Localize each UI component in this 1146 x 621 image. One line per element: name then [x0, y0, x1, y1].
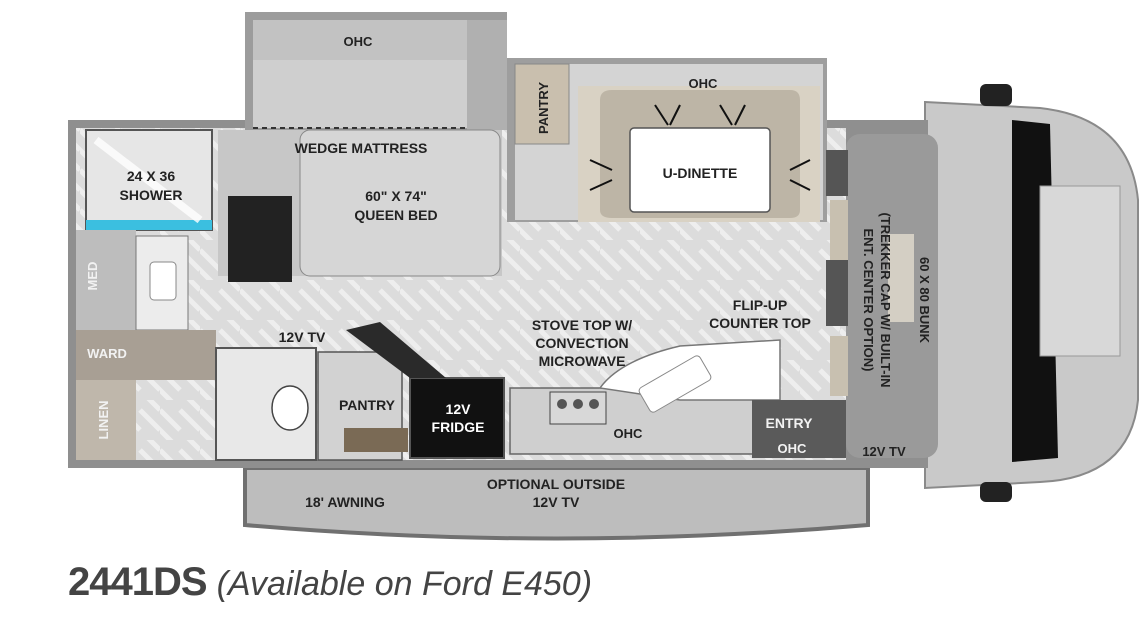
ward-label: WARD [87, 346, 127, 361]
bunk-label-line3: ENT. CENTER OPTION) [861, 228, 876, 371]
flip-up-label-line1: FLIP-UP [733, 297, 787, 313]
queen-bed-label-line2: QUEEN BED [354, 207, 437, 223]
ohc-label-bedroom: OHC [344, 34, 374, 49]
fridge-label-line1: 12V [446, 401, 472, 417]
bunk-label-line2: (TREKKER CAP W/ BUILT-IN [878, 212, 893, 387]
bunk-label: 60 X 80 BUNK (TREKKER CAP W/ BUILT-IN EN… [861, 212, 932, 387]
med-label: MED [85, 262, 100, 291]
cab [924, 84, 1139, 502]
stove-label-line1: STOVE TOP W/ [532, 317, 632, 333]
shower-label-line2: SHOWER [120, 187, 183, 203]
linen-label: LINEN [96, 401, 111, 440]
model-name: 2441DS [68, 560, 208, 604]
queen-bed-label-line1: 60" X 74" [365, 188, 427, 204]
caption: 2441DS(Available on Ford E450) [68, 560, 592, 605]
awning-label: 18' AWNING [305, 494, 385, 510]
shower [85, 129, 213, 231]
dinette-slide [507, 58, 827, 222]
floorplan: OHC OHC PANTRY U-DINETTE 24 X 36 SHOWER … [68, 12, 1139, 541]
bedroom-slide [245, 12, 507, 130]
fridge-label-line2: FRIDGE [432, 419, 485, 435]
outside-tv-label-line2: 12V TV [533, 494, 580, 510]
wedge-mattress-label: WEDGE MATTRESS [295, 140, 428, 156]
stove-label-line2: CONVECTION [535, 335, 628, 351]
tv-label-bedroom: 12V TV [279, 329, 326, 345]
kitchen [317, 322, 846, 461]
shower-label-line1: 24 X 36 [127, 168, 175, 184]
pantry-label-bottom: PANTRY [339, 397, 396, 413]
outside-tv-label-line1: OPTIONAL OUTSIDE [487, 476, 625, 492]
flip-up-label-line2: COUNTER TOP [709, 315, 811, 331]
entry-label: ENTRY [766, 415, 814, 431]
awning [243, 466, 870, 541]
bunk [826, 134, 938, 458]
u-dinette-label: U-DINETTE [663, 165, 738, 181]
queen-bed [218, 129, 502, 282]
tv-label-cab: 12V TV [862, 444, 906, 459]
availability-note: (Available on Ford E450) [216, 565, 593, 603]
ohc-label-entry: OHC [778, 441, 808, 456]
bunk-label-line1: 60 X 80 BUNK [917, 257, 932, 344]
ohc-label-dinette: OHC [689, 76, 719, 91]
bath-area [76, 230, 317, 461]
stove-label-line3: MICROWAVE [539, 353, 626, 369]
ohc-label-kitchen: OHC [614, 426, 644, 441]
pantry-label-top: PANTRY [536, 82, 551, 134]
